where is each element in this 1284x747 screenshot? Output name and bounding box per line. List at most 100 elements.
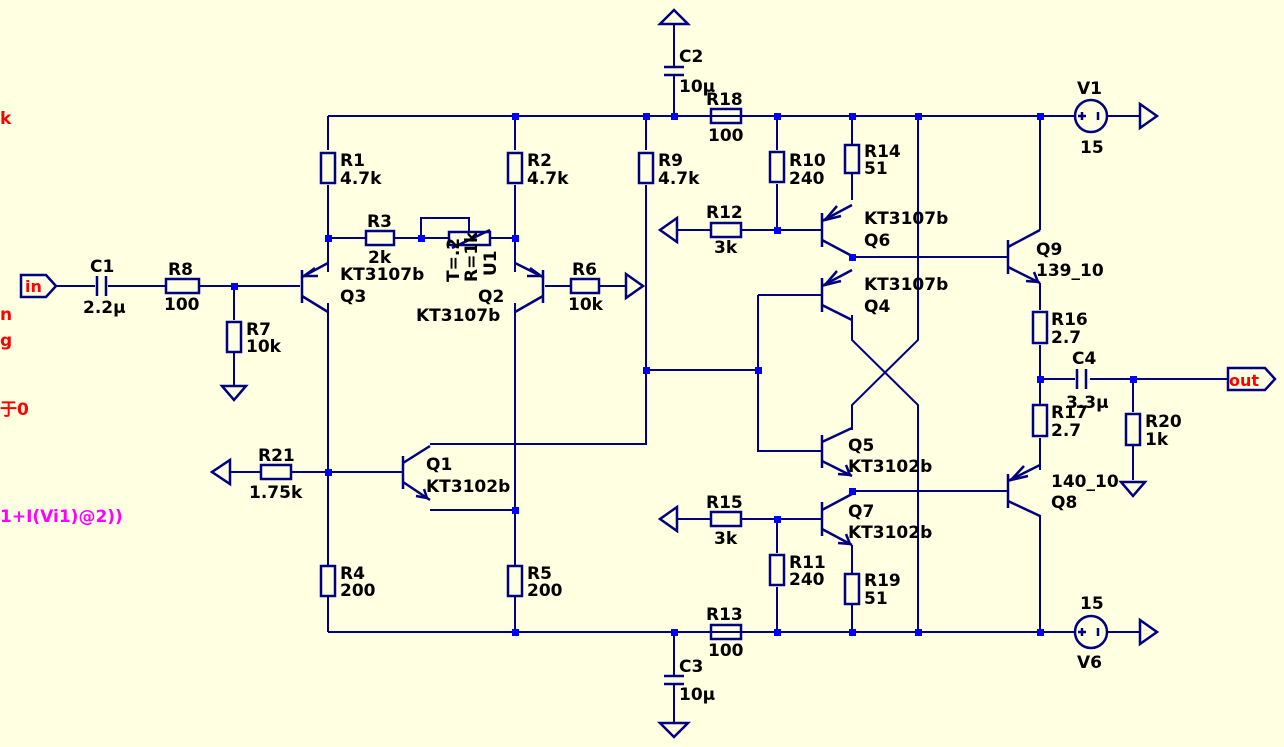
resistor-r11 bbox=[768, 553, 786, 587]
arrow-r12 bbox=[657, 215, 679, 245]
label-q4-ref: Q4 bbox=[864, 297, 890, 317]
label-r3-ref: R3 bbox=[367, 212, 392, 232]
arrow-v1 bbox=[1138, 101, 1160, 131]
transistor-q9 bbox=[1006, 228, 1041, 285]
label-r2-value: 4.7k bbox=[527, 169, 569, 189]
label-q3-ref: Q3 bbox=[340, 287, 366, 307]
label-q1-model: KT3102b bbox=[426, 477, 510, 497]
label-r20-value: 1k bbox=[1145, 430, 1169, 450]
resistor-r18 bbox=[709, 107, 743, 125]
label-r8-ref: R8 bbox=[168, 260, 193, 280]
svg-text:out: out bbox=[1229, 371, 1259, 390]
transistor-q1 bbox=[401, 444, 431, 502]
resistor-r20 bbox=[1124, 412, 1142, 447]
arrow-r21 bbox=[209, 457, 232, 487]
label-r11-ref: R11 bbox=[789, 553, 826, 573]
label-c3-ref: C3 bbox=[679, 657, 703, 677]
label-v6-ref: V6 bbox=[1077, 653, 1102, 673]
label-r15-value: 3k bbox=[714, 529, 738, 549]
arrow-r15 bbox=[657, 504, 679, 534]
label-r17-value: 2.7 bbox=[1051, 421, 1081, 441]
label-r20-ref: R20 bbox=[1145, 412, 1182, 432]
port-in[interactable]: in bbox=[19, 273, 58, 299]
label-q8-ref: Q8 bbox=[1051, 493, 1077, 513]
resistor-r17 bbox=[1031, 403, 1049, 438]
source-v6[interactable] bbox=[1073, 614, 1109, 650]
port-out[interactable]: out bbox=[1226, 366, 1277, 392]
side-text-3: g bbox=[0, 331, 12, 351]
side-text-4: 于0 bbox=[0, 400, 29, 420]
capacitor-c3 bbox=[664, 674, 684, 686]
label-q3-model: KT3107b bbox=[340, 265, 424, 285]
label-u1-t: T=.2 bbox=[444, 238, 464, 282]
label-r21-value: 1.75k bbox=[249, 483, 303, 503]
label-r16-ref: R16 bbox=[1051, 310, 1088, 330]
resistor-r5 bbox=[506, 564, 524, 598]
label-q4-model: KT3107b bbox=[864, 275, 948, 295]
label-r2-ref: R2 bbox=[527, 151, 552, 171]
label-r13-value: 100 bbox=[708, 641, 744, 661]
label-c4-value: 3.3µ bbox=[1066, 393, 1109, 413]
label-r9-value: 4.7k bbox=[658, 169, 700, 189]
transistor-q5 bbox=[820, 426, 853, 478]
transistor-q7 bbox=[820, 492, 853, 547]
label-r8-value: 100 bbox=[164, 295, 200, 315]
resistor-r6 bbox=[569, 277, 601, 295]
potentiometer-arrow bbox=[451, 228, 491, 250]
label-v6-value: 15 bbox=[1080, 594, 1104, 614]
label-r10-ref: R10 bbox=[789, 151, 826, 171]
ground-symbols bbox=[209, 8, 1160, 739]
capacitor-c2 bbox=[664, 65, 684, 77]
label-q5-ref: Q5 bbox=[848, 436, 874, 456]
arrow-v6 bbox=[1138, 617, 1160, 647]
label-r9-ref: R9 bbox=[658, 151, 683, 171]
label-c1-value: 2.2µ bbox=[83, 298, 126, 318]
label-q6-ref: Q6 bbox=[864, 231, 890, 251]
labels: C1 2.2µ R8 100 R7 10k R1 4.7k R2 4.7k R3… bbox=[83, 47, 1182, 705]
label-q8-model: 140_10 bbox=[1051, 472, 1119, 492]
label-r7-ref: R7 bbox=[246, 320, 271, 340]
label-q7-model: KT3102b bbox=[848, 523, 932, 543]
label-r1-value: 4.7k bbox=[340, 169, 382, 189]
ground-r20 bbox=[1118, 480, 1148, 498]
label-q7-ref: Q7 bbox=[848, 502, 874, 522]
potentiometer-u1 bbox=[447, 230, 492, 247]
resistor-r1 bbox=[319, 151, 337, 185]
resistor-r21 bbox=[259, 463, 293, 481]
ground-r7 bbox=[219, 384, 249, 402]
side-text-1: k bbox=[0, 109, 12, 129]
label-r3-value: 2k bbox=[368, 248, 392, 268]
resistor-r15 bbox=[709, 510, 743, 528]
label-r19-ref: R19 bbox=[864, 571, 901, 591]
label-r5-value: 200 bbox=[527, 581, 563, 601]
label-r16-value: 2.7 bbox=[1051, 328, 1081, 348]
resistors[interactable] bbox=[164, 107, 1142, 641]
label-r5-ref: R5 bbox=[527, 564, 552, 584]
capacitors[interactable] bbox=[95, 65, 1088, 686]
label-r21-ref: R21 bbox=[258, 446, 295, 466]
resistor-r16 bbox=[1031, 310, 1049, 345]
label-r18-value: 100 bbox=[708, 126, 744, 146]
transistor-q4 bbox=[820, 268, 853, 322]
label-r12-ref: R12 bbox=[706, 203, 743, 223]
label-u1-ref: U1 bbox=[481, 250, 501, 276]
junctions bbox=[231, 113, 1137, 636]
transistors[interactable] bbox=[300, 203, 1041, 547]
label-q1-ref: Q1 bbox=[426, 455, 452, 475]
source-v1[interactable] bbox=[1073, 98, 1109, 134]
label-q9-ref: Q9 bbox=[1036, 240, 1062, 260]
label-r6-ref: R6 bbox=[572, 260, 597, 280]
resistor-r7 bbox=[225, 320, 243, 354]
label-q2-ref: Q2 bbox=[478, 287, 504, 307]
resistor-r12 bbox=[709, 221, 743, 239]
label-c4-ref: C4 bbox=[1072, 349, 1096, 369]
side-text-2: n bbox=[0, 305, 12, 325]
label-v1-value: 15 bbox=[1080, 138, 1104, 158]
label-c2-value: 10µ bbox=[679, 77, 715, 97]
label-r14-ref: R14 bbox=[864, 142, 901, 162]
label-r14-value: 51 bbox=[864, 159, 888, 179]
transistor-q6 bbox=[820, 203, 853, 258]
resistor-r8 bbox=[164, 277, 201, 295]
rail-arrow-bottom bbox=[656, 721, 692, 739]
